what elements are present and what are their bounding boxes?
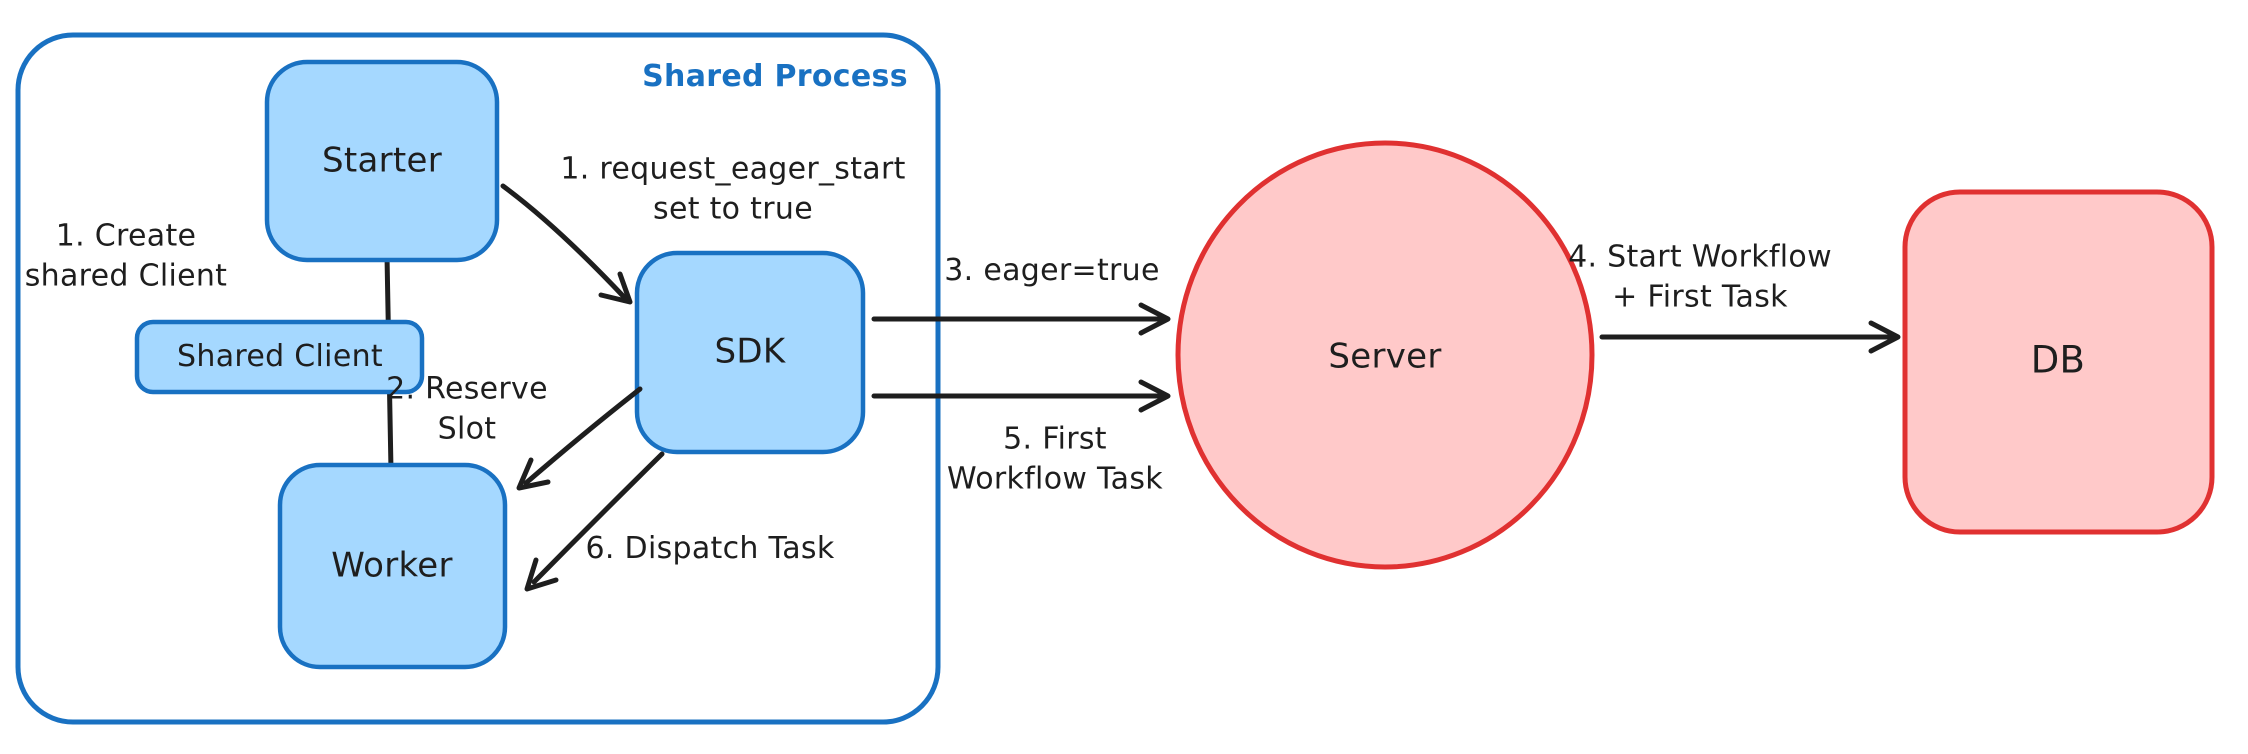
- starter-label: Starter: [321, 140, 443, 181]
- sdk-node: [634, 250, 866, 455]
- shared-client-label: Shared Client: [177, 339, 383, 375]
- annotation-first-workflow-task: 5. First Workflow Task: [947, 421, 1163, 496]
- arrow-server-db: [1599, 320, 1901, 354]
- annotation-dispatch-task: 6. Dispatch Task: [585, 531, 835, 567]
- starter-node: [264, 59, 500, 263]
- annotation-reserve-slot: 2. Reserve Slot: [386, 371, 548, 446]
- annotation-start-workflow: 4. Start Workflow + First Task: [1568, 239, 1832, 314]
- db-label: DB: [2030, 338, 2086, 382]
- db-node: [1902, 189, 2215, 535]
- server-node: [1175, 140, 1595, 570]
- worker-node: [277, 462, 508, 670]
- annotation-create-shared-client: 1. Create shared Client: [24, 218, 228, 293]
- annotation-request-eager-start: 1. request_eager_start set to true: [560, 151, 906, 226]
- arrow-sdk-server-task: [871, 379, 1171, 413]
- arrow-sdk-worker-dispatch: [524, 451, 665, 592]
- shared-process-title: Shared Process: [642, 59, 908, 95]
- arrow-sdk-server-eager: [871, 302, 1171, 336]
- worker-label: Worker: [331, 545, 453, 586]
- server-label: Server: [1328, 336, 1442, 377]
- arrow-starter-sdk: [500, 183, 633, 305]
- shared-process-frame: [15, 32, 941, 725]
- arrow-sdk-worker-reserve: [516, 386, 643, 491]
- annotation-eager-true: 3. eager=true: [944, 253, 1160, 289]
- sdk-label: SDK: [714, 331, 786, 372]
- shared-client-node: [134, 319, 425, 395]
